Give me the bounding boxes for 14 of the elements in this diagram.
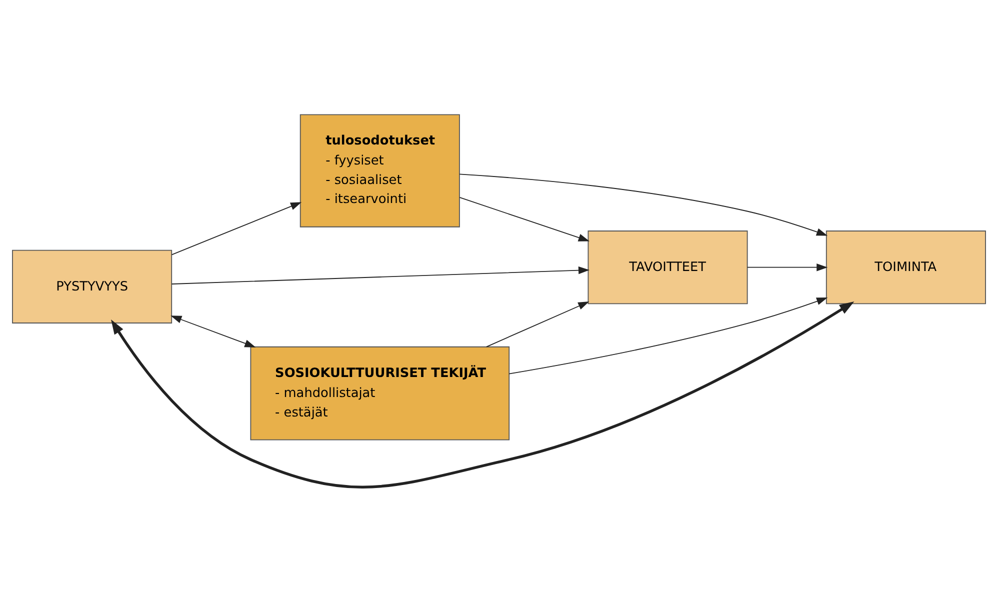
- arrow: [459, 196, 590, 241]
- node-box: TOIMINTA: [826, 230, 986, 304]
- node-box: tulosodotukset - fyysiset - sosiaaliset - itsearvointi: [300, 114, 460, 227]
- arrow: [459, 173, 828, 236]
- node-box: TAVOITTEET: [588, 230, 748, 304]
- node-box: SOSIOKULTTUURISET TEKIJÄT - mahdollistajat - estäjät: [250, 346, 510, 440]
- arrow: [171, 266, 590, 284]
- arrow: [111, 300, 854, 488]
- arrow: [170, 315, 256, 347]
- arrow: [746, 262, 828, 271]
- node-box: PYSTYVYYS: [12, 249, 172, 323]
- arrow: [486, 301, 590, 347]
- arrow: [508, 297, 828, 374]
- arrow: [171, 202, 302, 255]
